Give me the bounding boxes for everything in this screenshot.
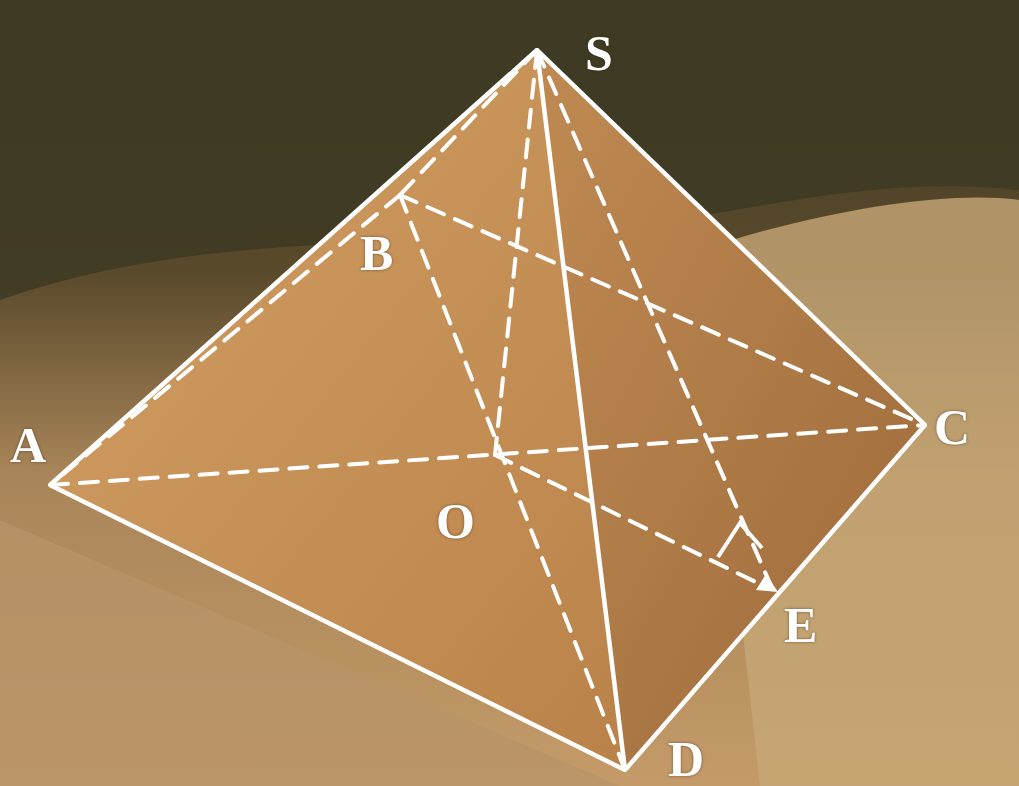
point-label: A: [10, 420, 46, 470]
dashed-edge: [400, 50, 537, 195]
solid-edge: [537, 50, 625, 770]
dashed-edge: [50, 425, 925, 485]
visible-edges: [50, 50, 925, 770]
point-label: E: [784, 600, 817, 650]
point-label: D: [668, 734, 704, 784]
pyramid-face: [537, 50, 925, 770]
arrow-head: [756, 574, 778, 592]
dashed-edge: [495, 455, 768, 588]
point-label: B: [360, 228, 393, 278]
dashed-edge: [56, 195, 400, 480]
dashed-edge: [495, 50, 537, 455]
solid-edge: [50, 50, 537, 485]
point-label: S: [585, 28, 613, 78]
dashed-edge: [537, 50, 775, 595]
solid-edge: [537, 50, 925, 425]
point-label: C: [934, 402, 970, 452]
dashed-edge: [400, 195, 925, 425]
solid-edge: [625, 425, 925, 770]
right-angle-mark: [718, 523, 762, 557]
pyramid-face: [50, 50, 625, 770]
hidden-lines: [50, 50, 925, 770]
point-label: O: [436, 496, 475, 546]
solid-edge: [50, 485, 625, 770]
